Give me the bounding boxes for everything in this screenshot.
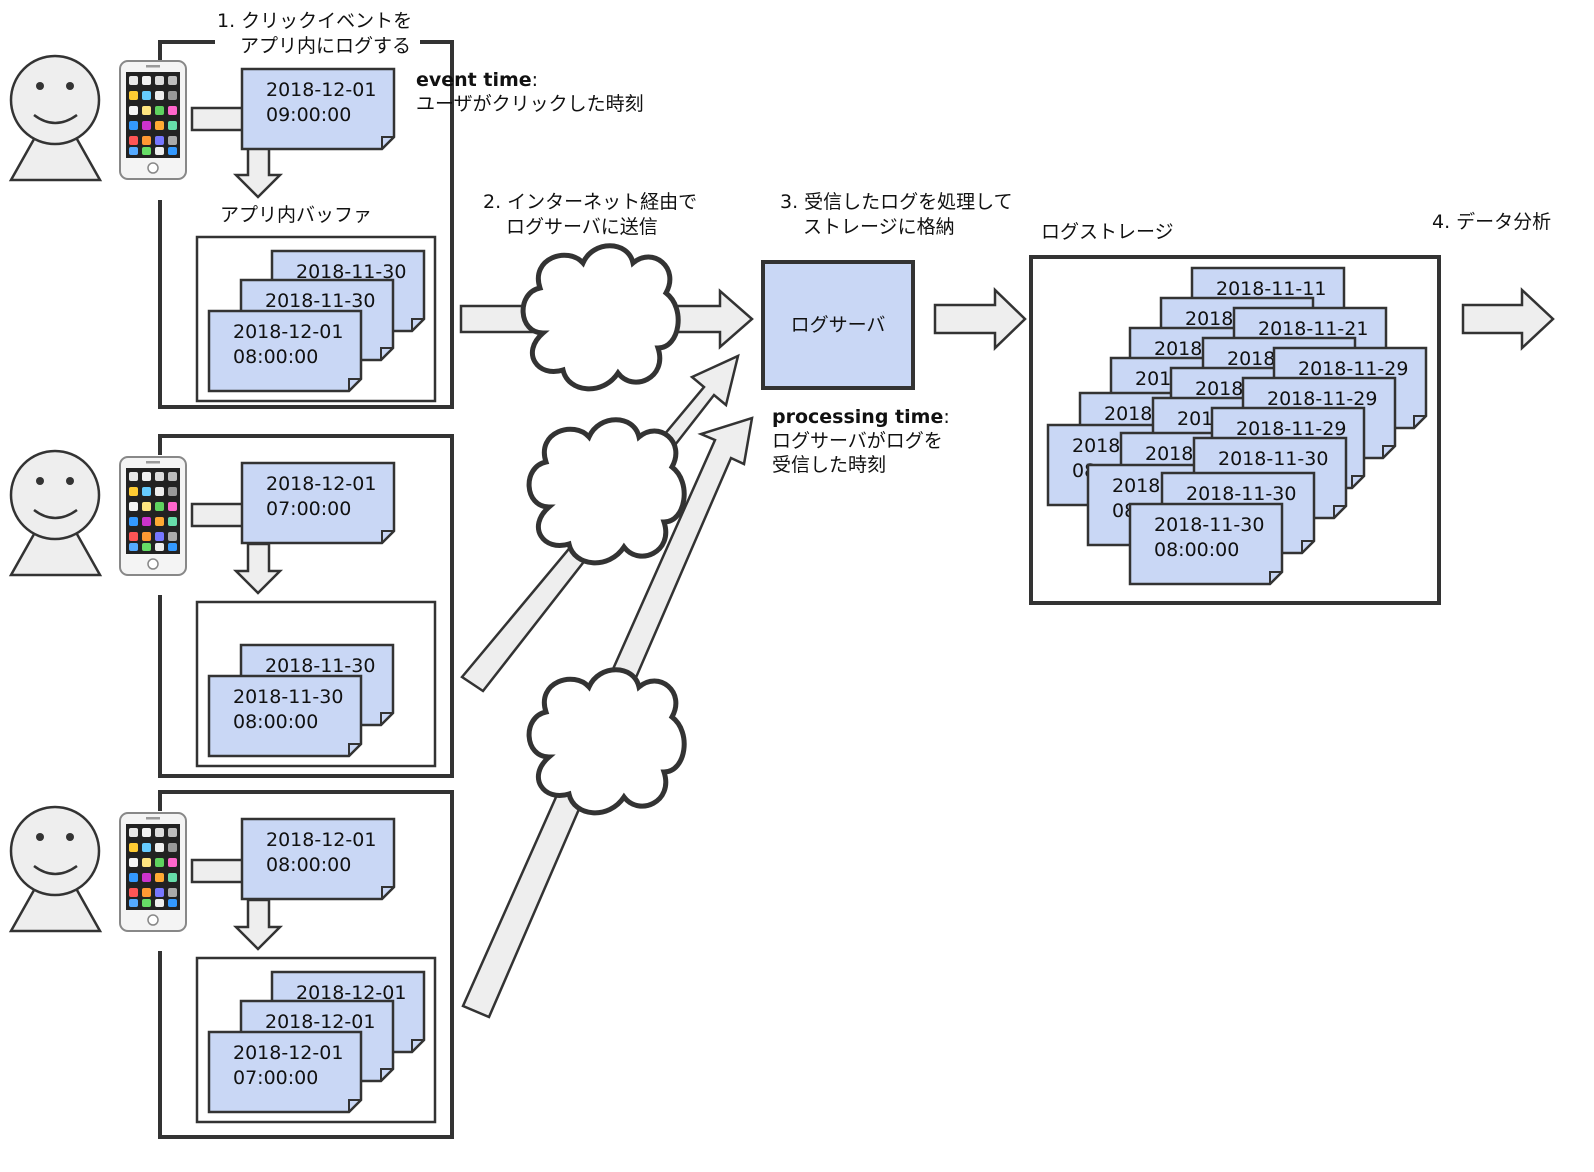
internet-cloud-2 [526,417,687,566]
step2-label-line1: 2. インターネット経由で [483,191,697,213]
step1-label-line2: アプリ内にログする [240,35,411,57]
card-date: 2018-11-29 [1298,358,1408,380]
card-date: 2018-11-30 [265,655,375,677]
card-date: 2018- [1072,435,1127,457]
event-to-buffer-arrow-2 [232,542,284,595]
event-to-buffer-arrow-1 [232,146,284,199]
event-time-desc: ユーザがクリックした時刻 [416,93,644,115]
card-date: 2018-12-01 [296,982,406,1004]
phone-to-event-arrow-1 [190,106,245,132]
event-card-2: 2018-12-01 07:00:00 [240,461,396,545]
event-card-3: 2018-12-01 08:00:00 [240,817,396,901]
card-date: 2018-12-01 [266,473,376,495]
server-to-storage-arrow [933,287,1027,351]
user-avatar-2 [8,449,103,577]
step3-label-line2: ストレージに格納 [803,216,955,238]
card-date: 2018-11-30 [1186,483,1296,505]
smartphone-icon-2 [119,456,187,576]
storage-card-18: 2018-11-30 08:00:00 [1128,502,1284,586]
card-date: 2018-11-30 [296,261,406,283]
card-time: 07:00:00 [266,498,351,520]
user-avatar-3 [8,805,103,933]
event-time-title-text: event time [416,69,532,91]
buffer-card-2-2: 2018-11-30 08:00:00 [207,674,363,758]
buffer-card-3-3: 2018-12-01 07:00:00 [207,1030,363,1114]
event-time-title: event time: [416,69,538,91]
step2-label-line2: ログサーバに送信 [506,216,658,238]
processing-time-desc-line1: ログサーバがログを [772,430,943,452]
card-date: 2018- [1195,378,1250,400]
analysis-arrow [1461,287,1555,351]
card-date: 2018- [1145,443,1200,465]
log-storage-label: ログストレージ [1041,221,1174,243]
event-to-buffer-arrow-3 [232,898,284,951]
processing-time-desc-line2: 受信した時刻 [772,454,886,476]
internet-cloud-1 [520,243,681,392]
card-date: 2018- [1185,308,1240,330]
card-time: 08:00:00 [266,854,351,876]
card-date: 2018-12-01 [233,321,343,343]
smartphone-icon-3 [119,812,187,932]
card-time: 07:00:00 [233,1067,318,1089]
card-date: 2018-11-29 [1236,418,1346,440]
card-date: 201 [1135,368,1171,390]
card-date: 2018- [1154,338,1209,360]
card-date: 2018-12-01 [266,829,376,851]
processing-time-title: processing time: [772,406,950,428]
card-date: 201 [1177,408,1213,430]
card-time: 09:00:00 [266,104,351,126]
log-server-box [761,260,915,390]
card-date: 2018-12-01 [233,1042,343,1064]
card-date: 2018- [1112,475,1167,497]
card-date: 2018-11-30 [233,686,343,708]
step1-label-line1: 1. クリックイベントを [217,10,412,32]
app-buffer-label: アプリ内バッファ [220,204,372,226]
card-date: 2018-11-30 [265,290,375,312]
card-date: 2018- [1104,403,1159,425]
card-time: 08:00:00 [1154,539,1239,561]
card-date: 2018-11-30 [1154,514,1264,536]
buffer-card-1-3: 2018-12-01 08:00:00 [207,309,363,393]
card-date: 2018-11-21 [1258,318,1368,340]
card-date: 2018- [1227,348,1282,370]
smartphone-icon-1 [119,60,187,180]
card-date: 2018-11-30 [1218,448,1328,470]
phone-to-event-arrow-2 [190,502,245,528]
user-avatar-1 [8,54,103,182]
processing-time-title-text: processing time [772,406,943,428]
card-time: 08:00:00 [233,346,318,368]
card-time: 08:00:00 [233,711,318,733]
step4-label: 4. データ分析 [1432,211,1551,233]
card-date: 2018-11-29 [1267,388,1377,410]
card-date: 2018-12-01 [265,1011,375,1033]
internet-cloud-3 [526,667,687,816]
log-server-label: ログサーバ [791,314,886,336]
card-date: 2018-12-01 [266,79,376,101]
in-app-arrows [190,106,284,951]
card-date: 2018-11-11 [1216,278,1326,300]
step3-label-line1: 3. 受信したログを処理して [780,191,1013,213]
phone-to-event-arrow-3 [190,858,245,884]
event-card-1: 2018-12-01 09:00:00 [240,67,396,151]
